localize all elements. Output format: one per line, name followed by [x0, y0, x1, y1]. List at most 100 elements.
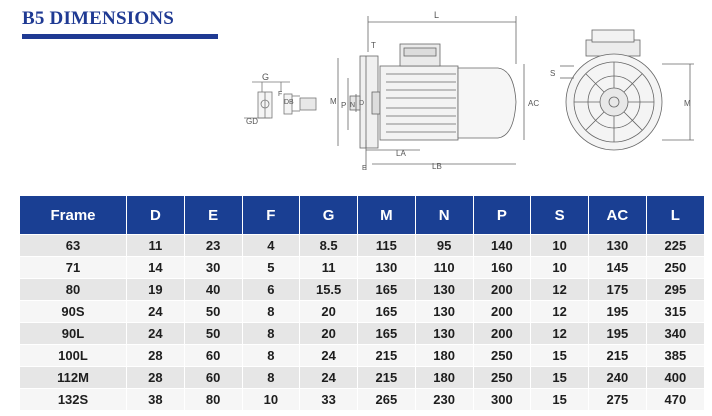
cell-P: 160: [472, 256, 531, 279]
cell-L: 340: [645, 322, 704, 345]
header-D: D: [126, 196, 185, 235]
cell-D: 28: [126, 366, 185, 389]
cell-G: 15.5: [299, 278, 358, 301]
cell-P: 250: [472, 366, 531, 389]
cell-E: 50: [183, 322, 242, 345]
cell-AC: 215: [588, 344, 647, 367]
label-L: L: [434, 10, 439, 20]
cell-S: 12: [530, 322, 589, 345]
cell-D: 38: [126, 388, 185, 410]
label-LB: LB: [432, 162, 442, 171]
cell-G: 20: [299, 300, 358, 323]
cell-AC: 195: [588, 322, 647, 345]
cell-F: 10: [241, 388, 300, 410]
cell-G: 11: [299, 256, 358, 279]
cell-L: 295: [645, 278, 704, 301]
cell-E: 60: [183, 344, 242, 367]
cell-D: 14: [126, 256, 185, 279]
cell-G: 20: [299, 322, 358, 345]
cell-AC: 275: [588, 388, 647, 410]
label-LA: LA: [396, 149, 406, 158]
cell-S: 15: [530, 388, 589, 410]
cell-M: 130: [357, 256, 416, 279]
cell-S: 12: [530, 300, 589, 323]
motor-dimension-drawing: G F DB GD L: [244, 10, 694, 172]
header-M: M: [357, 196, 416, 235]
cell-L: 400: [645, 366, 704, 389]
table-row: 90S 24 50 8 20 165 130 200 12 195 315: [20, 300, 704, 323]
cell-AC: 130: [588, 234, 647, 257]
cell-frame: 90S: [20, 300, 127, 323]
cell-AC: 240: [588, 366, 647, 389]
cell-N: 180: [414, 366, 473, 389]
cell-N: 110: [414, 256, 473, 279]
cell-L: 250: [645, 256, 704, 279]
header-F: F: [241, 196, 300, 235]
label-N: N: [350, 102, 355, 109]
label-DB: DB: [284, 99, 294, 106]
header-S: S: [530, 196, 589, 235]
cell-L: 470: [645, 388, 704, 410]
label-M: M: [330, 97, 337, 106]
cell-D: 19: [126, 278, 185, 301]
cell-S: 15: [530, 344, 589, 367]
cell-P: 140: [472, 234, 531, 257]
cell-P: 200: [472, 322, 531, 345]
header-E: E: [183, 196, 242, 235]
cell-AC: 195: [588, 300, 647, 323]
table-row: 100L 28 60 8 24 215 180 250 15 215 385: [20, 344, 704, 367]
cell-N: 95: [414, 234, 473, 257]
cell-M: 165: [357, 278, 416, 301]
label-G: G: [262, 72, 269, 82]
cell-F: 6: [241, 278, 300, 301]
cell-E: 30: [183, 256, 242, 279]
header-frame: Frame: [20, 196, 127, 235]
cell-F: 8: [241, 322, 300, 345]
header-G: G: [299, 196, 358, 235]
cell-E: 50: [183, 300, 242, 323]
cell-F: 8: [241, 300, 300, 323]
table-row: 112M 28 60 8 24 215 180 250 15 240 400: [20, 366, 704, 389]
header-P: P: [472, 196, 531, 235]
label-E: E: [362, 165, 367, 172]
cell-AC: 175: [588, 278, 647, 301]
cell-AC: 145: [588, 256, 647, 279]
cell-D: 28: [126, 344, 185, 367]
label-AC: AC: [528, 99, 539, 108]
page-title: B5 DIMENSIONS: [22, 8, 174, 29]
cell-S: 15: [530, 366, 589, 389]
cell-G: 24: [299, 366, 358, 389]
table-row: 80 19 40 6 15.5 165 130 200 12 175 295: [20, 278, 704, 301]
cell-N: 130: [414, 278, 473, 301]
cell-G: 33: [299, 388, 358, 410]
cell-F: 8: [241, 344, 300, 367]
table-row: 71 14 30 5 11 130 110 160 10 145 250: [20, 256, 704, 279]
label-T: T: [371, 41, 376, 50]
cell-E: 40: [183, 278, 242, 301]
cell-S: 10: [530, 256, 589, 279]
cell-P: 200: [472, 300, 531, 323]
cell-M: 265: [357, 388, 416, 410]
title-underline: [22, 34, 218, 39]
cell-D: 11: [126, 234, 185, 257]
cell-E: 23: [183, 234, 242, 257]
cell-M: 115: [357, 234, 416, 257]
cell-L: 315: [645, 300, 704, 323]
table-row: 132S 38 80 10 33 265 230 300 15 275 470: [20, 388, 704, 410]
table-header-row: Frame D E F G M N P S AC L: [20, 196, 704, 235]
label-front-S: S: [550, 69, 555, 78]
cell-D: 24: [126, 300, 185, 323]
cell-frame: 132S: [20, 388, 127, 410]
cell-S: 10: [530, 234, 589, 257]
cell-D: 24: [126, 322, 185, 345]
label-D: D: [359, 100, 364, 107]
header-AC: AC: [588, 196, 647, 235]
cell-N: 230: [414, 388, 473, 410]
table-row: 90L 24 50 8 20 165 130 200 12 195 340: [20, 322, 704, 345]
label-GD: GD: [246, 117, 258, 126]
cell-S: 12: [530, 278, 589, 301]
motor-side-view: [337, 16, 525, 170]
cell-F: 4: [241, 234, 300, 257]
cell-N: 130: [414, 300, 473, 323]
cell-M: 165: [357, 322, 416, 345]
